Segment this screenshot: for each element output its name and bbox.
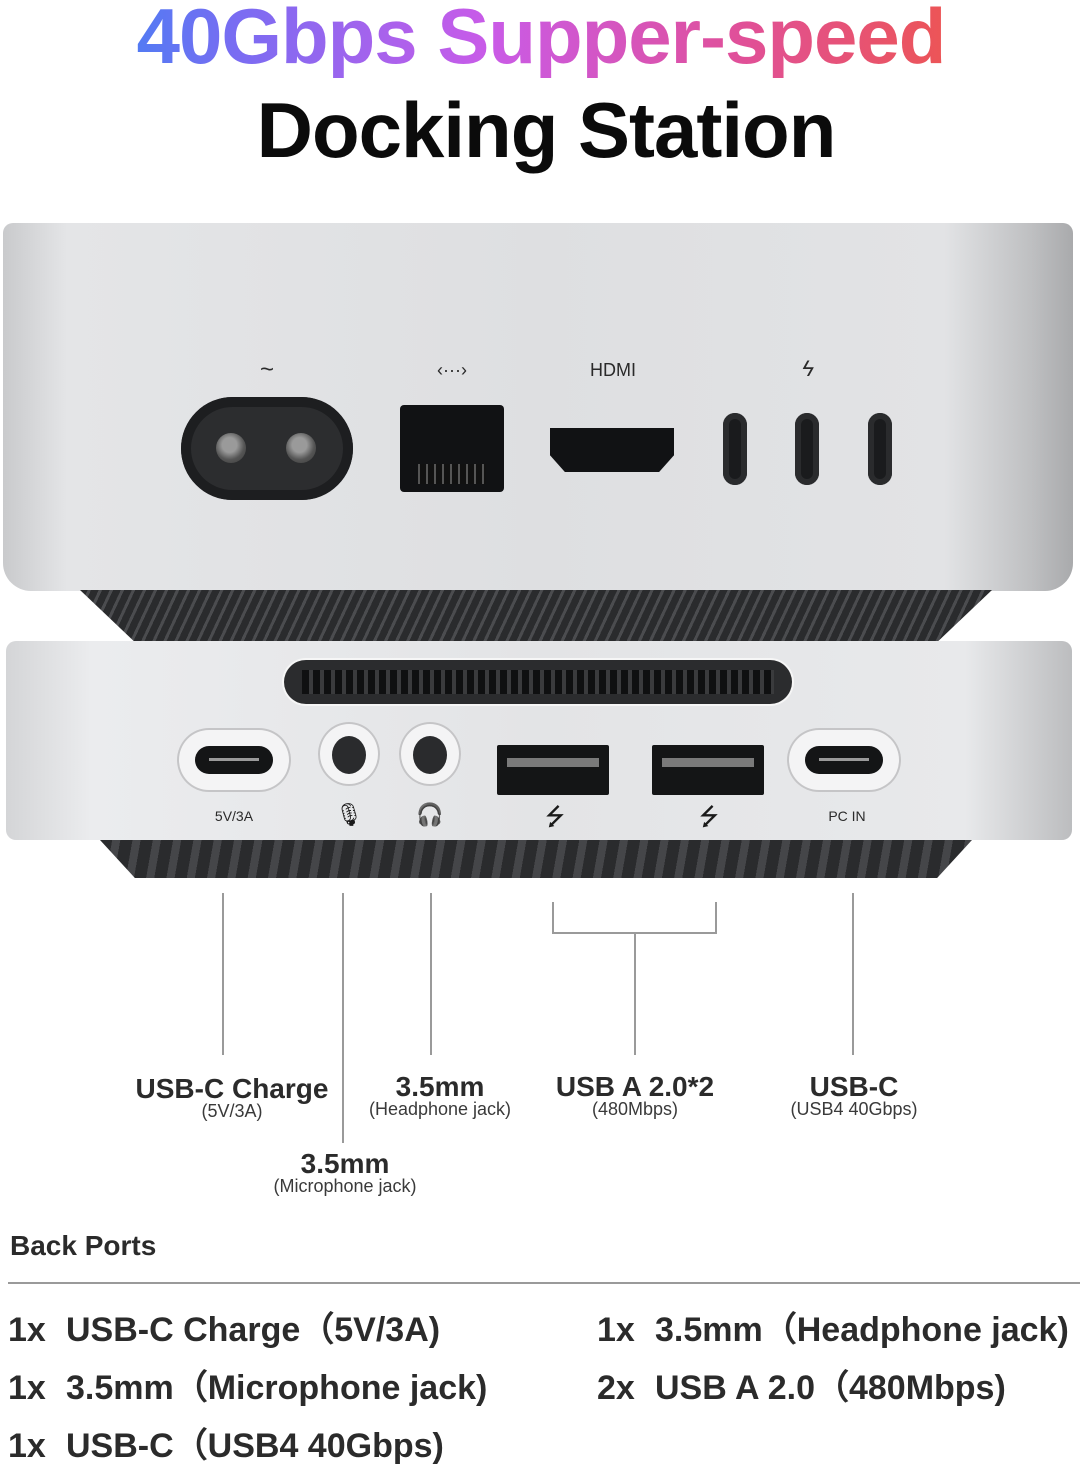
pc-in-port-label: PC IN — [828, 808, 866, 824]
usb-a-port-1 — [497, 745, 609, 795]
usbc-pc-in-port — [787, 728, 901, 792]
callout-line-usbc-charge — [222, 893, 224, 1055]
usbc-opening — [195, 746, 273, 774]
usb-icon: ⭍ — [545, 804, 565, 831]
ac-power-port — [181, 397, 353, 500]
usbc-tongue — [819, 758, 869, 761]
usbc-tongue — [209, 758, 259, 761]
jack-opening — [413, 736, 447, 774]
callout-usb-a: USB A 2.0*2 (480Mbps) — [535, 1071, 735, 1120]
port-quantity: 1x — [597, 1311, 635, 1349]
back-port-item: 1x USB-C（USB4 40Gbps) — [8, 1418, 444, 1467]
headphone-icon: 🎧 — [416, 802, 444, 827]
ac-pin-left — [216, 433, 246, 463]
ethernet-symbol-icon: ‹···› — [437, 360, 467, 380]
callout-subtitle: (USB4 40Gbps) — [790, 1099, 918, 1119]
ethernet-pins — [418, 464, 486, 484]
callout-headphone: 3.5mm (Headphone jack) — [350, 1071, 530, 1120]
callout-subtitle: (Microphone jack) — [273, 1176, 417, 1196]
callout-subtitle: (480Mbps) — [591, 1099, 679, 1119]
callout-subtitle: (Headphone jack) — [368, 1099, 512, 1119]
microphone-jack — [318, 722, 380, 786]
back-port-item: 1x 3.5mm（Headphone jack) — [597, 1302, 1069, 1351]
port-description: 3.5mm（Microphone jack) — [66, 1369, 488, 1407]
thunderbolt-port-1 — [723, 413, 747, 485]
callout-title: 3.5mm — [395, 1071, 485, 1102]
usb-a-tongue — [507, 758, 599, 767]
callout-title: 3.5mm — [300, 1148, 390, 1179]
usbc-opening — [805, 746, 883, 774]
port-description: 3.5mm（Headphone jack) — [655, 1311, 1069, 1349]
usb-a-tongue — [662, 758, 754, 767]
hdmi-label: HDMI — [590, 360, 636, 380]
usbc-charge-port — [177, 728, 291, 792]
port-quantity: 1x — [8, 1369, 46, 1407]
callout-line-usb-a — [634, 932, 636, 1055]
jack-opening — [332, 736, 366, 774]
thunderbolt-port-3 — [868, 413, 892, 485]
ethernet-port — [400, 405, 504, 492]
headphone-jack — [399, 722, 461, 786]
callout-title: USB-C — [809, 1071, 899, 1102]
power-symbol-icon: ~ — [259, 356, 274, 383]
dock-vent-base — [100, 840, 972, 878]
usbc-charge-port-label: 5V/3A — [214, 808, 254, 824]
headline-speed: 40Gbps Supper-speed — [0, 0, 1082, 78]
callout-bracket-right — [715, 902, 717, 934]
port-quantity: 2x — [597, 1369, 635, 1407]
mini-pc-vent-base — [80, 590, 992, 642]
back-ports-heading: Back Ports — [10, 1230, 157, 1261]
callout-microphone: 3.5mm (Microphone jack) — [255, 1148, 435, 1197]
callout-line-usbc-pc-in — [852, 893, 854, 1055]
vent-slots — [302, 670, 774, 694]
usb-icon: ⭍ — [699, 804, 719, 831]
usb-a-port-2 — [652, 745, 764, 795]
back-port-item: 2x USB A 2.0（480Mbps) — [597, 1360, 1006, 1409]
headline-product: Docking Station — [256, 86, 837, 174]
callout-subtitle: (5V/3A) — [201, 1101, 263, 1121]
port-quantity: 1x — [8, 1427, 46, 1465]
mini-pc-back-panel — [3, 223, 1073, 591]
callout-line-microphone — [342, 893, 344, 1143]
back-port-item: 1x USB-C Charge（5V/3A) — [8, 1302, 440, 1351]
port-quantity: 1x — [8, 1311, 46, 1349]
thunderbolt-icon: ϟ — [802, 356, 814, 381]
callout-bracket-left — [552, 902, 554, 934]
port-description: USB A 2.0（480Mbps) — [655, 1369, 1006, 1407]
hdmi-port — [550, 428, 674, 472]
callout-usbc-charge: USB-C Charge (5V/3A) — [112, 1073, 352, 1122]
callout-usbc-pc-in: USB-C (USB4 40Gbps) — [764, 1071, 944, 1120]
ac-pin-right — [286, 433, 316, 463]
port-description: USB-C Charge（5V/3A) — [66, 1311, 441, 1349]
dock-air-vent — [284, 660, 792, 704]
callout-title: USB-C Charge — [135, 1073, 329, 1104]
back-port-item: 1x 3.5mm（Microphone jack) — [8, 1360, 487, 1409]
callout-title: USB A 2.0*2 — [555, 1071, 715, 1102]
back-ports-divider — [8, 1282, 1080, 1284]
port-description: USB-C（USB4 40Gbps) — [66, 1427, 444, 1465]
callout-line-headphone — [430, 893, 432, 1055]
microphone-icon: 🎙 — [335, 802, 363, 827]
thunderbolt-port-2 — [795, 413, 819, 485]
